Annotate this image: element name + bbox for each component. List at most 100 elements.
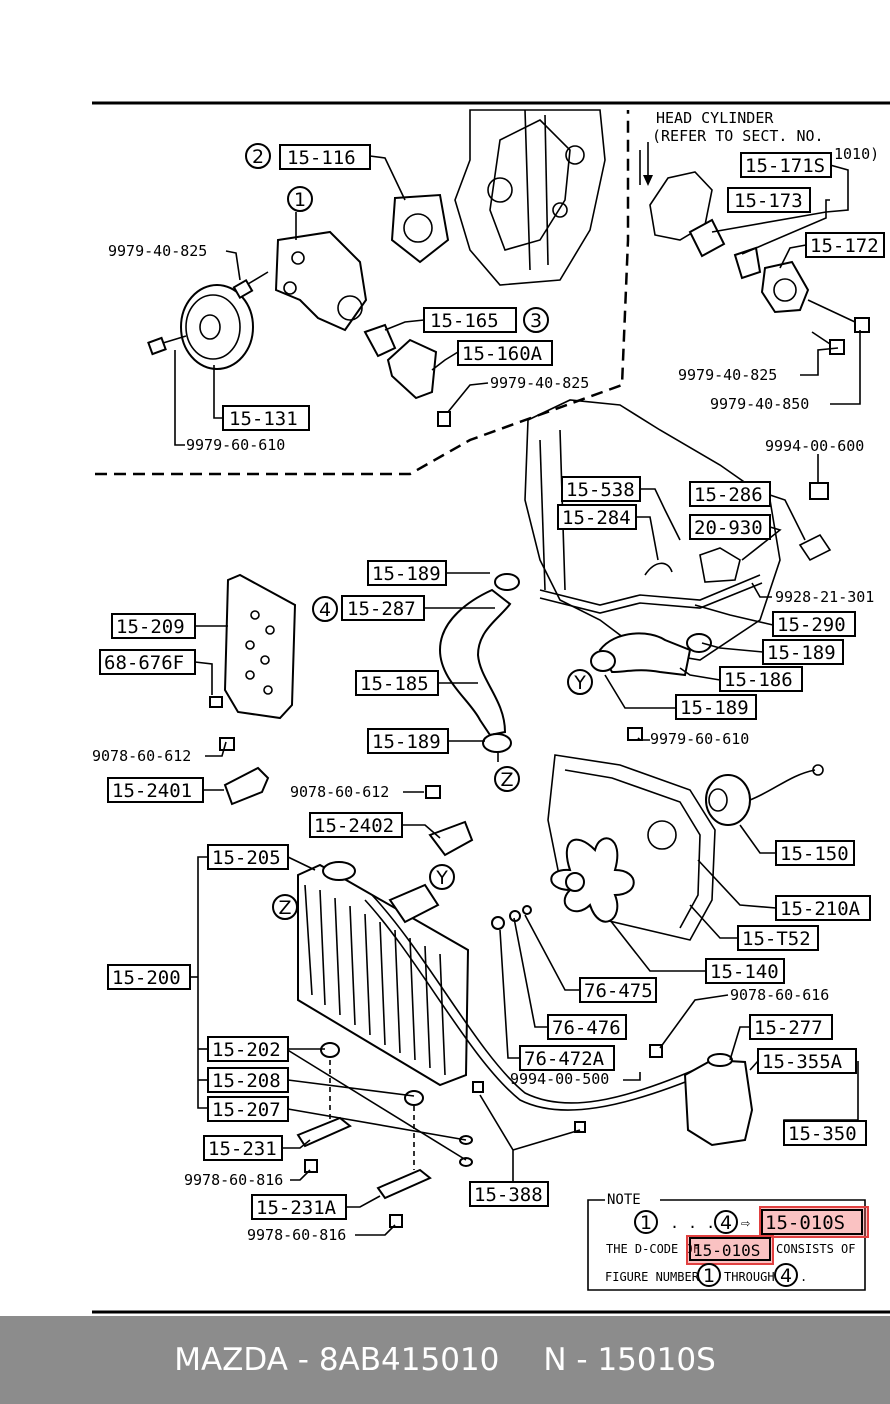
label-15-205: 15-205: [207, 844, 289, 870]
svg-text:15-207: 15-207: [212, 1099, 281, 1121]
code-9994-00-500: 9994-00-500: [510, 1070, 609, 1088]
code-9078-60-616: 9078-60-616: [730, 986, 829, 1004]
svg-text:15-286: 15-286: [694, 484, 763, 506]
leader-lines: [174, 155, 861, 1236]
svg-text:15-140: 15-140: [710, 961, 779, 983]
svg-text:15-160A: 15-160A: [462, 343, 543, 365]
svg-text:15-189: 15-189: [372, 563, 441, 585]
svg-text:15-150: 15-150: [780, 843, 849, 865]
note-line2-pre: THE D-CODE OF: [606, 1242, 700, 1256]
label-15-290: 15-290: [772, 611, 856, 637]
svg-text:15-355A: 15-355A: [762, 1051, 843, 1073]
svg-text:15-131: 15-131: [229, 408, 298, 430]
svg-text:4: 4: [319, 599, 331, 621]
part-codes: 9979-40-825 9979-40-825 9979-60-610 9979…: [92, 242, 874, 1244]
label-15-2401: 15-2401: [107, 777, 204, 803]
code-9978-60-816-a: 9978-60-816: [184, 1171, 283, 1189]
code-9994-00-600: 9994-00-600: [765, 437, 864, 455]
svg-text:76-476: 76-476: [552, 1017, 621, 1039]
svg-text:15-205: 15-205: [212, 847, 281, 869]
fan-blade-shape: [550, 837, 635, 923]
svg-text:76-472A: 76-472A: [524, 1048, 605, 1070]
svg-text:15-287: 15-287: [347, 598, 416, 620]
cylinder-head-outline: [639, 150, 713, 241]
svg-text:15-208: 15-208: [212, 1070, 281, 1092]
svg-text:15-116: 15-116: [287, 147, 356, 169]
label-15-165: 15-165: [423, 307, 517, 333]
svg-text:15-210A: 15-210A: [780, 898, 861, 920]
note-line3-pre: FIGURE NUMBERS: [605, 1270, 706, 1284]
marker-z-lower: Z: [272, 894, 298, 920]
marker-2: 2: [245, 143, 271, 169]
svg-text:15-172: 15-172: [810, 235, 879, 257]
label-76-475: 76-475: [579, 977, 657, 1003]
svg-text:15-2402: 15-2402: [314, 815, 394, 837]
svg-text:Z: Z: [278, 897, 291, 919]
label-76-472A: 76-472A: [519, 1045, 615, 1071]
svg-text:15-186: 15-186: [724, 669, 793, 691]
note-marker-1b: 1: [703, 1265, 715, 1287]
head-cylinder-line2: (REFER TO SECT. NO.: [652, 127, 824, 145]
svg-text:15-2401: 15-2401: [112, 780, 192, 802]
label-15-208: 15-208: [207, 1067, 289, 1093]
marker-1: 1: [287, 186, 313, 212]
label-15-350: 15-350: [783, 1120, 867, 1146]
label-15-210A: 15-210A: [775, 895, 871, 921]
svg-text:76-475: 76-475: [584, 980, 653, 1002]
svg-text:15-165: 15-165: [430, 310, 499, 332]
code-9979-40-825-b: 9979-40-825: [490, 374, 589, 392]
svg-text:2: 2: [252, 146, 264, 168]
code-9978-60-816-b: 9978-60-816: [247, 1226, 346, 1244]
pump-group-dashed-boundary: [95, 110, 630, 476]
label-15-200: 15-200: [107, 964, 191, 990]
head-cylinder-reference: HEAD CYLINDER (REFER TO SECT. NO. 1010): [643, 109, 879, 186]
label-68-676F: 68-676F: [99, 649, 196, 675]
label-15-185: 15-185: [355, 670, 439, 696]
code-9979-40-825-a: 9979-40-825: [108, 242, 207, 260]
label-15-T52: 15-T52: [737, 925, 819, 951]
radiator-shield-shape: [209, 573, 297, 720]
label-15-140: 15-140: [705, 958, 785, 984]
svg-text:15-202: 15-202: [212, 1039, 281, 1061]
fan-nut-washers: [491, 905, 532, 930]
svg-text:Z: Z: [500, 769, 513, 791]
footer-reference-code: N - 15010S: [543, 1342, 716, 1378]
part-labels: 15-116 15-165 15-160A 15-131 15-171S 15-…: [99, 144, 885, 1220]
fan-shroud-shape: [547, 754, 716, 941]
svg-text:68-676F: 68-676F: [104, 652, 184, 674]
note-line2-post: CONSISTS OF: [776, 1242, 855, 1256]
fan-motor-shape: [627, 727, 824, 826]
svg-text:Y: Y: [573, 672, 586, 694]
label-20-930: 20-930: [689, 514, 771, 540]
label-15-538: 15-538: [561, 476, 641, 502]
label-15-231A: 15-231A: [251, 1194, 347, 1220]
svg-text:15-T52: 15-T52: [742, 928, 811, 950]
label-15-116: 15-116: [279, 144, 371, 170]
code-9078-60-612-b: 9078-60-612: [290, 783, 389, 801]
svg-text:15-284: 15-284: [562, 507, 631, 529]
svg-text:15-185: 15-185: [360, 673, 429, 695]
note-line3-post: .: [800, 1270, 807, 1284]
code-9979-40-825-c: 9979-40-825: [678, 366, 777, 384]
label-15-150: 15-150: [775, 840, 855, 866]
code-9979-60-610-a: 9979-60-610: [186, 436, 285, 454]
svg-text:15-189: 15-189: [372, 731, 441, 753]
note-title: NOTE: [607, 1192, 641, 1208]
note-code-secondary: 15-010S: [693, 1241, 760, 1260]
code-9979-40-850: 9979-40-850: [710, 395, 809, 413]
circled-markers: 1 2 3 4 Y Z Y Z: [245, 143, 593, 920]
label-15-189-c: 15-189: [675, 694, 757, 720]
label-15-173: 15-173: [727, 187, 811, 213]
label-15-287: 15-287: [341, 595, 425, 621]
thermostat-housing-shape: [688, 218, 870, 355]
label-15-231: 15-231: [203, 1135, 283, 1161]
label-15-286: 15-286: [689, 481, 771, 507]
label-76-476: 76-476: [547, 1014, 627, 1040]
label-15-207: 15-207: [207, 1096, 289, 1122]
svg-text:20-930: 20-930: [694, 517, 763, 539]
footer-bar: MAZDA - 8AB415010 N - 15010S: [0, 1316, 890, 1404]
thermostat-cover-shape: [363, 323, 451, 427]
label-15-355A: 15-355A: [757, 1048, 857, 1074]
reservoir-tank-shape: [649, 1044, 754, 1147]
marker-3: 3: [523, 307, 549, 333]
